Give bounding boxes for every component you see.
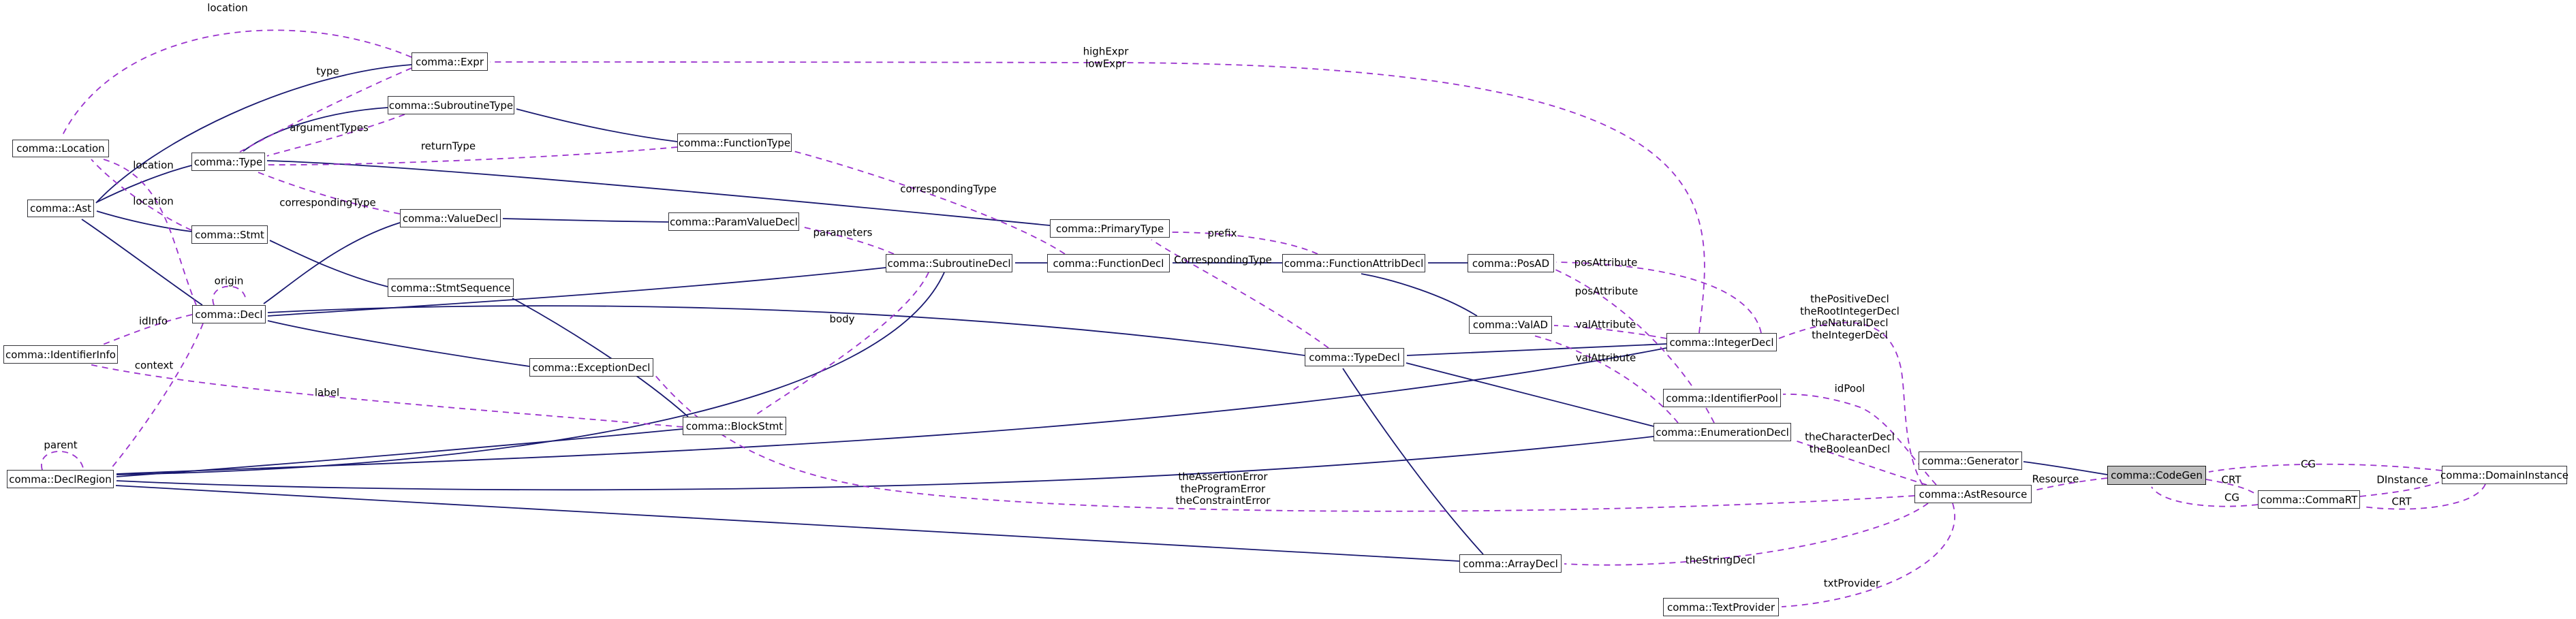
edge-enumerationdecl-to-typedecl (1406, 362, 1654, 427)
node-functiontype[interactable]: comma::FunctionType (677, 133, 792, 152)
edge-functionattribdecl-to-primarytype (1171, 232, 1318, 255)
edge-integerdecl-to-typedecl (1406, 343, 1667, 356)
edges (40, 29, 2486, 607)
edge-arraydecl-to-declregion (115, 485, 1460, 562)
node-identifierpool[interactable]: comma::IdentifierPool (1663, 389, 1781, 407)
edge-type-to-ast (96, 165, 192, 203)
node-identifierinfo[interactable]: comma::IdentifierInfo (3, 345, 118, 364)
edge-blockstmt-to-identifierinfo (89, 364, 683, 428)
edge-astresource-to-exceptiondecl (652, 372, 1915, 512)
edge-enumerationdecl-to-declregion (116, 436, 1654, 491)
edge-codegen-to-generator (2023, 461, 2108, 475)
edge-declregion-to-declregion (40, 451, 84, 471)
edge-astresource-to-textprovider (1781, 503, 1955, 607)
edge-codegen-to-commart (2205, 479, 2257, 495)
node-subroutinedecl[interactable]: comma::SubroutineDecl (886, 254, 1012, 272)
edge-integerdecl-to-expr (489, 61, 1705, 334)
edge-astresource-to-identifierpool (1782, 394, 1937, 486)
edge-subroutinedecl-to-blockstmt (754, 272, 929, 416)
node-blockstmt[interactable]: comma::BlockStmt (683, 417, 786, 435)
edge-valad-to-functionattribdecl (1361, 273, 1478, 317)
node-decl[interactable]: comma::Decl (192, 305, 266, 323)
edge-valuedecl-to-type (255, 171, 401, 215)
node-valuedecl[interactable]: comma::ValueDecl (400, 209, 501, 227)
edge-codegen-to-astresource (2034, 477, 2108, 491)
edge-subroutinedecl-to-decl (267, 267, 886, 317)
edge-valuedecl-to-decl (263, 222, 401, 304)
node-type[interactable]: comma::Type (191, 153, 265, 171)
edge-subroutinetype-to-type (266, 114, 405, 157)
node-paramvaluedecl[interactable]: comma::ParamValueDecl (668, 212, 799, 231)
edge-decl-to-decl (212, 285, 247, 306)
edge-functiondecl-to-functiontype (793, 150, 1066, 255)
edge-domaininstance-to-codegen (2208, 463, 2442, 473)
node-codegen[interactable]: comma::CodeGen (2107, 466, 2206, 485)
edge-commart-to-codegen (2151, 486, 2259, 507)
edge-stmt-to-location (91, 159, 192, 231)
node-functiondecl[interactable]: comma::FunctionDecl (1047, 254, 1170, 272)
edge-arraydecl-to-typedecl (1342, 368, 1484, 555)
edge-stmt-to-ast (96, 210, 192, 232)
edge-astresource-to-arraydecl (1564, 503, 1929, 566)
node-arraydecl[interactable]: comma::ArrayDecl (1459, 554, 1562, 573)
node-subroutinetype[interactable]: comma::SubroutineType (388, 96, 514, 114)
edge-blockstmt-to-declregion (116, 428, 683, 477)
edge-astresource-to-enumerationdecl (1793, 439, 1927, 486)
edge-decl-to-identifierinfo (102, 314, 193, 345)
node-ast[interactable]: comma::Ast (27, 200, 94, 217)
node-posad[interactable]: comma::PosAD (1468, 254, 1554, 272)
edge-expr-to-ast (95, 64, 412, 204)
node-astresource[interactable]: comma::AstResource (1914, 485, 2032, 503)
edge-domaininstance-to-commart (2362, 483, 2486, 510)
edge-integerdecl-to-valad (1553, 325, 1667, 339)
edge-enumerationdecl-to-posad (1555, 269, 1715, 424)
edge-integerdecl-to-declregion (116, 347, 1667, 475)
node-domaininstance[interactable]: comma::DomainInstance (2440, 466, 2569, 484)
edge-primarytype-to-type (266, 160, 1051, 226)
node-commart[interactable]: comma::CommaRT (2258, 490, 2360, 509)
node-functionattribdecl[interactable]: comma::FunctionAttribDecl (1282, 254, 1425, 272)
edge-integerdecl-to-posad (1555, 261, 1762, 334)
node-location[interactable]: comma::Location (12, 140, 109, 157)
node-valad[interactable]: comma::ValAD (1469, 316, 1552, 334)
edge-enumerationdecl-to-valad (1531, 334, 1679, 424)
edge-exceptiondecl-to-decl (267, 320, 530, 367)
edge-subroutinetype-to-type (243, 107, 388, 152)
node-expr[interactable]: comma::Expr (412, 52, 488, 71)
node-stmt[interactable]: comma::Stmt (191, 225, 268, 244)
edge-functiontype-to-type (266, 146, 678, 165)
node-textprovider[interactable]: comma::TextProvider (1663, 598, 1779, 616)
edge-decl-to-ast (81, 219, 203, 306)
edge-stmtsequence-to-stmt (269, 240, 388, 287)
edge-paramvaluedecl-to-valuedecl (502, 218, 669, 223)
edge-decl-to-declregion (110, 323, 204, 470)
edge-functiontype-to-subroutinetype (516, 108, 678, 142)
edge-subroutinedecl-to-paramvaluedecl (801, 226, 895, 255)
node-stmtsequence[interactable]: comma::StmtSequence (388, 279, 514, 297)
node-enumerationdecl[interactable]: comma::EnumerationDecl (1654, 423, 1791, 441)
node-primarytype[interactable]: comma::PrimaryType (1050, 219, 1170, 238)
edge-expr-to-location (61, 29, 412, 138)
node-declregion[interactable]: comma::DeclRegion (7, 470, 114, 488)
edge-typedecl-to-decl (267, 305, 1305, 356)
edge-typedecl-to-primarytype (1151, 239, 1329, 349)
node-typedecl[interactable]: comma::TypeDecl (1305, 348, 1404, 366)
edge-commart-to-domaininstance (2359, 481, 2440, 497)
edge-decl-to-location (103, 159, 197, 306)
edge-expr-to-type (239, 67, 412, 153)
node-integerdecl[interactable]: comma::IntegerDecl (1666, 333, 1777, 351)
edge-astresource-to-integerdecl (1778, 321, 1923, 486)
node-exceptiondecl[interactable]: comma::ExceptionDecl (529, 358, 653, 377)
node-generator[interactable]: comma::Generator (1919, 451, 2022, 470)
edge-blockstmt-to-stmtsequence (512, 298, 689, 417)
